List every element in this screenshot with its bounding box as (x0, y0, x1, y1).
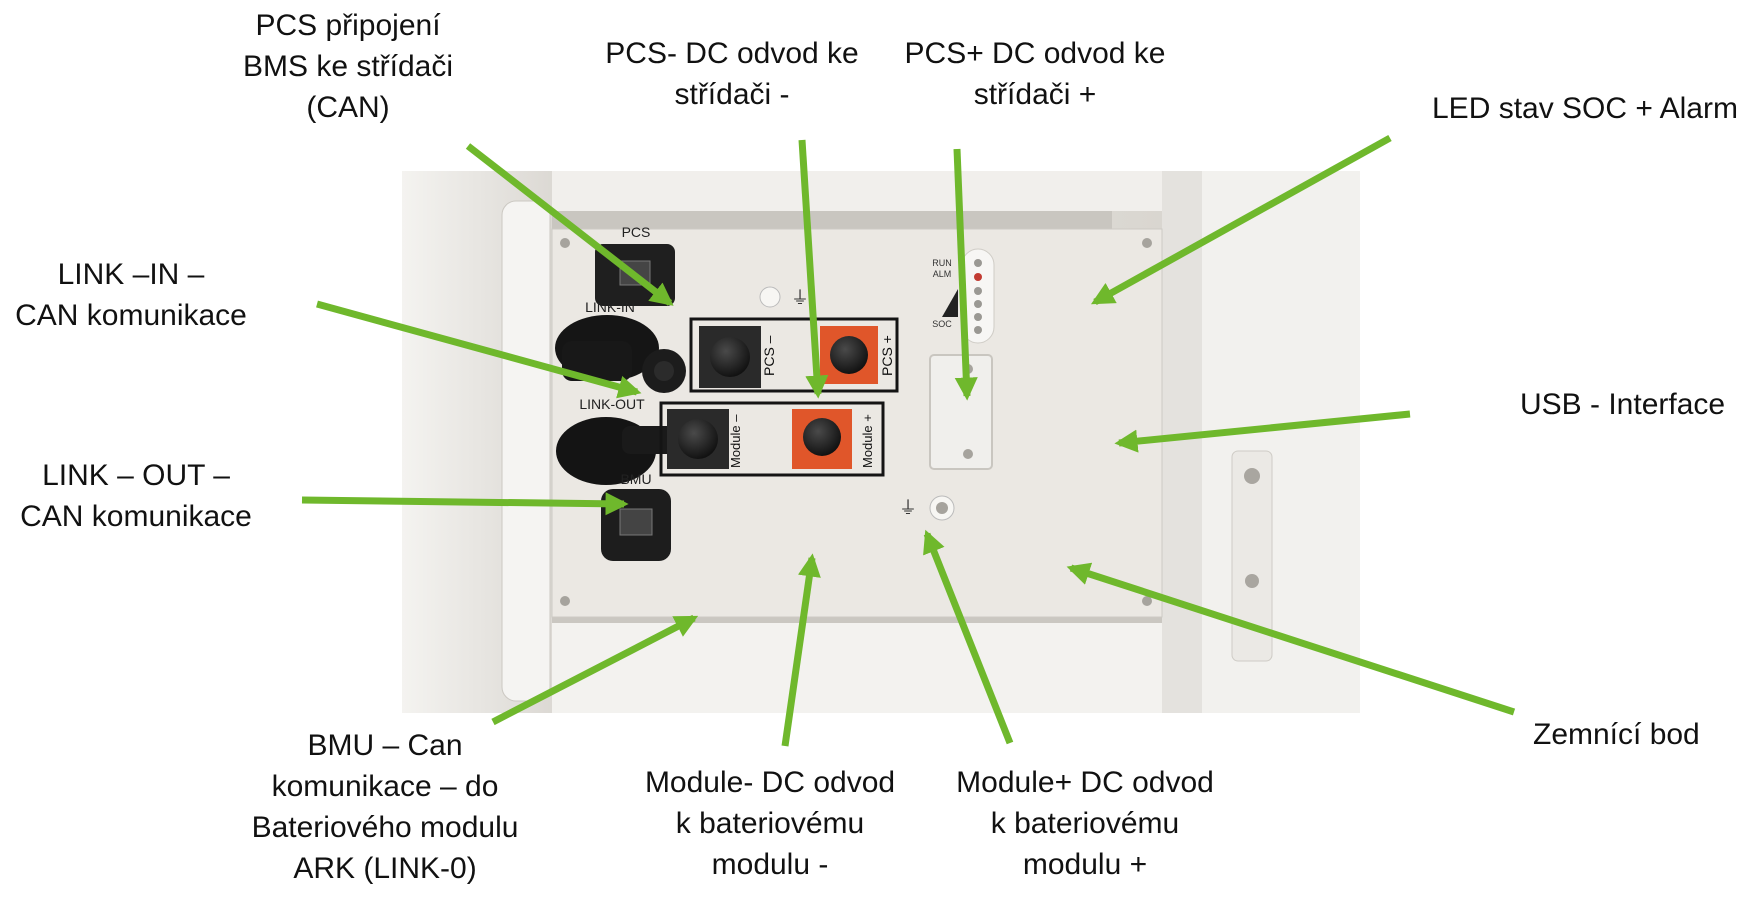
label-link-out: LINK – OUT – CAN komunikace (0, 455, 272, 537)
led-soc-4 (974, 326, 982, 334)
label-led: LED stav SOC + Alarm (1432, 88, 1738, 129)
label-line: modulu + (1022, 848, 1148, 881)
enclosure-floor (552, 611, 1162, 713)
label-line: LINK –IN – (57, 258, 205, 291)
screw (1244, 468, 1260, 484)
ground-symbol-top: ⏚ (791, 288, 809, 309)
label-line: BMS ke střídači (242, 50, 454, 83)
module-plus-terminal (803, 418, 841, 456)
label-line: Bateriového modulu (251, 811, 519, 844)
label-line: modulu - (711, 848, 829, 881)
label-line: BMU – Can (307, 729, 463, 762)
module-terminal-box (659, 401, 885, 477)
label-line: k bateriovému (675, 807, 865, 840)
link-in-label: LINK-IN (585, 299, 635, 315)
label-ground: Zemnící bod (1533, 714, 1700, 755)
pcs-minus-term-label: PCS – (761, 335, 777, 376)
arrow-module-minus (781, 553, 821, 747)
usb-cover-screw (963, 449, 973, 459)
led-soc-1 (974, 287, 982, 295)
pcs-minus-terminal (710, 337, 750, 377)
ground-screw-head (936, 502, 948, 514)
arrow-module-plus (923, 529, 1014, 745)
enclosure-lid (462, 171, 1162, 211)
device-drawing: PCS LINK-IN LINK-OUT BMU ⏚ PCS – PCS + M… (402, 171, 1360, 713)
arrow-pcs-bms (465, 143, 674, 306)
arrow-pcs-plus (953, 148, 978, 401)
pcs-terminal-box (689, 317, 899, 393)
module-minus-term-label: Module – (728, 414, 743, 468)
label-line: PCS+ DC odvod ke (904, 37, 1166, 70)
label-line: PCS připojení (255, 9, 441, 42)
label-line: Module+ DC odvod (956, 766, 1214, 799)
pcs-plus-term-label: PCS + (879, 335, 895, 376)
label-usb: USB - Interface (1520, 384, 1725, 425)
label-pcs-plus: PCS+ DC odvod ke střídači + (885, 33, 1185, 115)
arrow-usb (1114, 410, 1411, 453)
label-module-minus: Module- DC odvod k bateriovému modulu - (610, 762, 930, 885)
label-line: Module- DC odvod (644, 766, 896, 799)
led-soc-3 (974, 313, 982, 321)
bmu-port-label: BMU (620, 471, 651, 487)
led-soc-2 (974, 300, 982, 308)
arrow-led (1090, 134, 1392, 306)
label-line: střídači + (973, 78, 1097, 111)
label-line: USB - Interface (1520, 388, 1726, 421)
screw (560, 238, 570, 248)
screw (1142, 596, 1152, 606)
arrow-ground (1066, 562, 1516, 716)
ground-symbol-bottom: ⏚ (899, 498, 917, 519)
pcs-port-label: PCS (622, 224, 651, 240)
pcs-plus-terminal (830, 336, 868, 374)
label-bmu: BMU – Can komunikace – do Bateriového mo… (225, 725, 545, 889)
module-plus-term-label: Module + (860, 414, 875, 468)
soc-label: SOC (932, 319, 952, 329)
soc-wedge (942, 289, 958, 317)
led-run (974, 259, 982, 267)
link-in-connector-body (562, 341, 632, 381)
screw (1245, 574, 1259, 588)
label-pcs-minus: PCS- DC odvod ke střídači - (582, 33, 882, 115)
label-line: LINK – OUT – (42, 459, 230, 492)
ground-screw-top (759, 286, 781, 308)
link-out-label: LINK-OUT (579, 396, 645, 412)
right-door-bracket (1231, 450, 1273, 662)
label-line: (CAN) (306, 91, 390, 124)
screw (1142, 238, 1152, 248)
label-line: ARK (LINK-0) (293, 852, 477, 885)
arrow-link-out (301, 492, 629, 516)
screw (560, 596, 570, 606)
label-line: CAN komunikace (15, 299, 247, 332)
label-line: PCS- DC odvod ke (605, 37, 859, 70)
link-in-cap-center (654, 361, 674, 381)
bmu-port-socket (619, 508, 653, 536)
label-line: Zemnící bod (1533, 718, 1700, 751)
device-photo: PCS LINK-IN LINK-OUT BMU ⏚ PCS – PCS + M… (402, 171, 1360, 713)
label-line: komunikace – do (271, 770, 499, 803)
label-line: střídači - (674, 78, 790, 111)
alm-label: ALM (933, 269, 952, 279)
run-label: RUN (932, 258, 952, 268)
label-pcs-bms: PCS připojení BMS ke střídači (CAN) (218, 5, 478, 128)
label-module-plus: Module+ DC odvod k bateriovému modulu + (925, 762, 1245, 885)
label-link-in: LINK –IN – CAN komunikace (0, 254, 262, 336)
label-line: CAN komunikace (20, 500, 252, 533)
arrow-link-in (316, 300, 642, 399)
arrow-pcs-minus (798, 139, 829, 399)
module-minus-terminal (678, 419, 718, 459)
label-line: k bateriovému (990, 807, 1180, 840)
led-alm (974, 273, 982, 281)
arrow-bmu (491, 614, 699, 726)
label-line: LED stav SOC + Alarm (1432, 92, 1738, 125)
